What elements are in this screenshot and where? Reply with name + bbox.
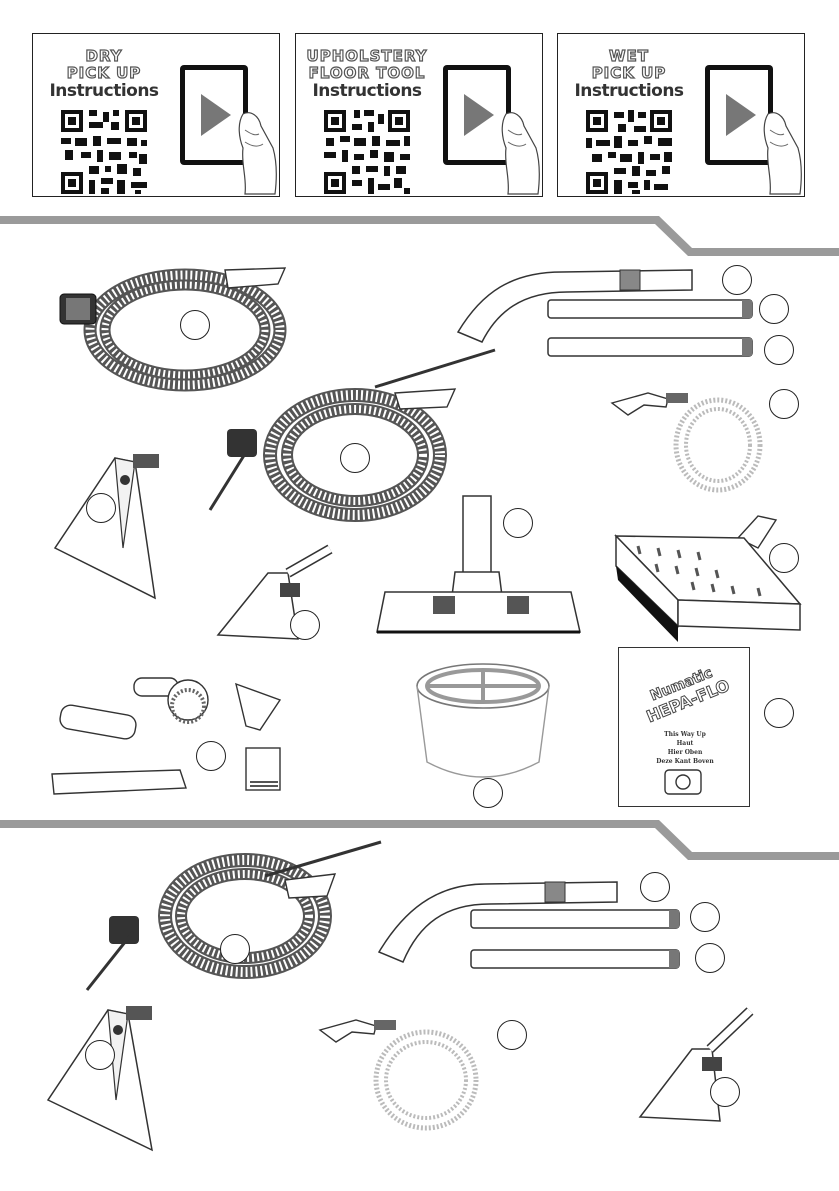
qr-card-line: DRY (39, 48, 169, 65)
callout-circle (290, 610, 320, 640)
bag-text: Deze Kant Boven (623, 757, 747, 766)
callout-circle (180, 310, 210, 340)
callout-circle (85, 1040, 115, 1070)
hepa-flo-bag: Numatic HEPA-FLO This Way Up Haut Hier O… (618, 647, 750, 807)
hand-icon (237, 108, 279, 196)
callout-circle (220, 934, 250, 964)
qr-card-subtitle: Instructions (564, 82, 694, 101)
curved-wand-and-extension-tubes (452, 262, 762, 370)
callout-circle (497, 1020, 527, 1050)
callout-circle (764, 335, 794, 365)
accessory-kit (50, 670, 280, 800)
callout-circle (196, 741, 226, 771)
brush-tool (608, 508, 808, 658)
qr-card-line: FLOOR TOOL (302, 65, 432, 82)
hand-icon (762, 108, 804, 196)
bag-text: Haut (623, 739, 747, 748)
qr-card-subtitle: Instructions (302, 82, 432, 101)
spray-line (316, 1010, 496, 1135)
callout-circle (769, 543, 799, 573)
floor-tool (375, 492, 585, 647)
qr-card-title: UPHOLSTERY FLOOR TOOL Instructions (302, 48, 432, 101)
qr-card-title: DRY PICK UP Instructions (39, 48, 169, 101)
callout-circle (722, 265, 752, 295)
upholstery-floor-tool (55, 448, 175, 606)
callout-circle (340, 443, 370, 473)
qr-card-line: PICK UP (39, 65, 169, 82)
upholstery-hand-tool (640, 1005, 760, 1125)
qr-card-line: UPHOLSTERY (302, 48, 432, 65)
qr-code-icon[interactable] (584, 108, 674, 196)
callout-circle (503, 508, 533, 538)
callout-circle (690, 902, 720, 932)
callout-circle (769, 389, 799, 419)
bag-instructions: This Way Up Haut Hier Oben Deze Kant Bov… (623, 730, 747, 766)
bag-text: Hier Oben (623, 748, 747, 757)
callout-circle (710, 1077, 740, 1107)
qr-card-subtitle: Instructions (39, 82, 169, 101)
qr-card-wet-pick-up[interactable]: WET PICK UP Instructions (557, 33, 805, 197)
hand-icon (500, 108, 542, 196)
upholstery-floor-tool (48, 1000, 168, 1158)
curved-wand-and-extension-tubes (375, 872, 685, 980)
float-cage (413, 660, 553, 798)
bag-brand: Numatic HEPA-FLO (621, 654, 749, 733)
callout-circle (86, 493, 116, 523)
upholstery-hand-tool (218, 543, 338, 643)
bag-collar-icon (663, 768, 703, 796)
section-divider-band (0, 220, 839, 260)
spray-line (608, 385, 778, 500)
bag-text: This Way Up (623, 730, 747, 739)
qr-card-line: PICK UP (564, 65, 694, 82)
callout-circle (473, 778, 503, 808)
qr-code-icon[interactable] (59, 108, 149, 196)
qr-card-title: WET PICK UP Instructions (564, 48, 694, 101)
callout-circle (695, 943, 725, 973)
qr-card-line: WET (564, 48, 694, 65)
qr-card-dry-pick-up[interactable]: DRY PICK UP Instructions (32, 33, 280, 197)
qr-card-upholstery-floor-tool[interactable]: UPHOLSTERY FLOOR TOOL Instructions (295, 33, 543, 197)
qr-code-icon[interactable] (322, 108, 412, 196)
callout-circle (640, 872, 670, 902)
callout-circle (764, 698, 794, 728)
callout-circle (759, 294, 789, 324)
spray-hose-with-wand (85, 836, 385, 996)
